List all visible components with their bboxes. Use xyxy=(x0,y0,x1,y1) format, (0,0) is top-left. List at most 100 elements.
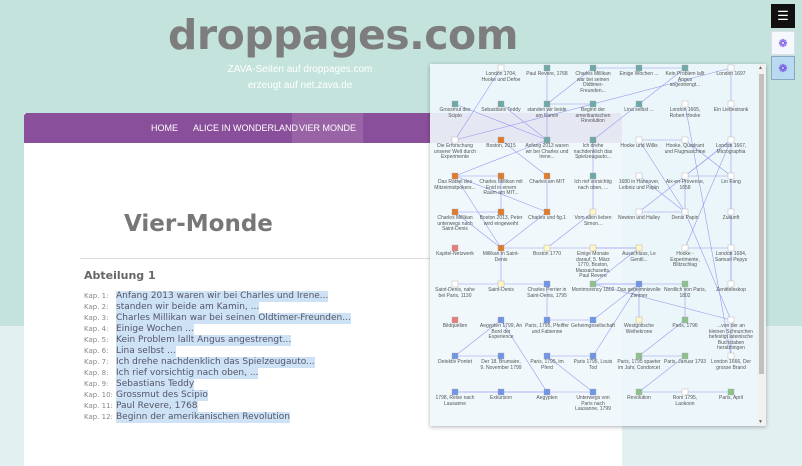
graph-node-box[interactable] xyxy=(543,208,551,216)
graph-node-box[interactable] xyxy=(543,64,551,72)
graph-node-box[interactable] xyxy=(635,316,643,324)
chapter-link[interactable]: Charles Millikan war bei seinen Oldtimer… xyxy=(116,313,351,324)
scrollbar-thumb[interactable] xyxy=(759,74,764,374)
graph-node-box[interactable] xyxy=(681,100,689,108)
graph-node-box[interactable] xyxy=(589,100,597,108)
graph-node-box[interactable] xyxy=(497,64,505,72)
network-graph[interactable] xyxy=(430,64,757,426)
graph-node-box[interactable] xyxy=(635,280,643,288)
scroll-up-icon[interactable]: ▲ xyxy=(758,65,763,71)
chapter-link[interactable]: Beginn der amerikanischen Revolution xyxy=(116,412,290,423)
graph-node-box[interactable] xyxy=(543,172,551,180)
menu-button[interactable]: ☰ xyxy=(771,4,795,28)
graph-node-box[interactable] xyxy=(681,352,689,360)
chapter-item[interactable]: Kap. 7:Ich drehe nachdenklich das Spielz… xyxy=(84,357,351,368)
graph-node-box[interactable] xyxy=(451,208,459,216)
graph-node-box[interactable] xyxy=(681,172,689,180)
graph-node-box[interactable] xyxy=(727,172,735,180)
graph-node-box[interactable] xyxy=(681,64,689,72)
chapter-item[interactable]: Kap. 10:Grossmut des Scipio xyxy=(84,390,351,401)
graph-node-box[interactable] xyxy=(543,100,551,108)
graph-node-box[interactable] xyxy=(497,100,505,108)
graph-node-box[interactable] xyxy=(681,208,689,216)
graph-node-box[interactable] xyxy=(681,136,689,144)
nav-home[interactable]: HOME xyxy=(151,123,178,133)
graph-node-box[interactable] xyxy=(497,316,505,324)
graph-node-box[interactable] xyxy=(451,244,459,252)
chapter-link[interactable]: Kein Problem lallt Angus angestrengt... xyxy=(116,335,292,346)
graph-node-box[interactable] xyxy=(451,280,459,288)
graph-node-box[interactable] xyxy=(727,352,735,360)
graph-node-box[interactable] xyxy=(635,388,643,396)
graph-node-box[interactable] xyxy=(635,244,643,252)
site-logo[interactable]: droppages.com xyxy=(168,11,518,59)
graph-node-box[interactable] xyxy=(543,280,551,288)
graph-node-box[interactable] xyxy=(497,280,505,288)
graph-node-box[interactable] xyxy=(635,136,643,144)
graph-node-box[interactable] xyxy=(727,316,735,324)
graph-node-box[interactable] xyxy=(589,388,597,396)
graph-node-box[interactable] xyxy=(635,100,643,108)
chapter-link[interactable]: Einige Wochen ... xyxy=(116,324,194,335)
nav-vier-monde[interactable]: VIER MONDE xyxy=(292,113,364,143)
graph-node-box[interactable] xyxy=(589,172,597,180)
graph-node-box[interactable] xyxy=(451,100,459,108)
graph-node-box[interactable] xyxy=(497,136,505,144)
chapter-item[interactable]: Kap. 4:Einige Wochen ... xyxy=(84,324,351,335)
graph-node-box[interactable] xyxy=(635,352,643,360)
graph-node-box[interactable] xyxy=(543,388,551,396)
chapter-item[interactable]: Kap. 6:Lina selbst ... xyxy=(84,346,351,357)
nav-alice-in-wonderland[interactable]: ALICE IN WONDERLAND xyxy=(193,123,299,133)
scrollbar[interactable]: ▲ ▼ xyxy=(757,64,766,426)
graph-node-box[interactable] xyxy=(543,136,551,144)
graph-node-box[interactable] xyxy=(727,208,735,216)
chapter-item[interactable]: Kap. 5:Kein Problem lallt Angus angestre… xyxy=(84,335,351,346)
graph-node-box[interactable] xyxy=(451,316,459,324)
graph-node-box[interactable] xyxy=(451,388,459,396)
chapter-item[interactable]: Kap. 2:standen wir beide am Kamin, ... xyxy=(84,302,351,313)
network-button-active[interactable]: ❁ xyxy=(771,56,795,80)
graph-node-box[interactable] xyxy=(589,244,597,252)
graph-node-box[interactable] xyxy=(589,64,597,72)
graph-node-box[interactable] xyxy=(727,64,735,72)
graph-node-box[interactable] xyxy=(497,172,505,180)
graph-node-box[interactable] xyxy=(589,208,597,216)
chapter-link[interactable]: Ich drehe nachdenklich das Spielzeugauto… xyxy=(116,357,315,368)
graph-node-box[interactable] xyxy=(497,352,505,360)
chapter-item[interactable]: Kap. 9:Sebastians Teddy xyxy=(84,379,351,390)
chapter-item[interactable]: Kap. 11:Paul Revere, 1768 xyxy=(84,401,351,412)
graph-node-box[interactable] xyxy=(497,388,505,396)
chapter-item[interactable]: Kap. 3:Charles Millikan war bei seinen O… xyxy=(84,313,351,324)
graph-node-box[interactable] xyxy=(681,244,689,252)
graph-node-box[interactable] xyxy=(497,244,505,252)
graph-node-box[interactable] xyxy=(727,280,735,288)
chapter-link[interactable]: Anfang 2013 waren wir bei Charles und Ir… xyxy=(116,291,329,302)
site-subtitle-link[interactable]: erzeugt auf net.zava.de xyxy=(247,80,353,91)
graph-node-box[interactable] xyxy=(589,280,597,288)
graph-node-box[interactable] xyxy=(727,136,735,144)
chapter-link[interactable]: Sebastians Teddy xyxy=(116,379,195,390)
chapter-link[interactable]: Grossmut des Scipio xyxy=(116,390,208,401)
graph-node-box[interactable] xyxy=(681,280,689,288)
chapter-link[interactable]: standen wir beide am Kamin, ... xyxy=(116,302,260,313)
graph-node-box[interactable] xyxy=(451,352,459,360)
graph-node-box[interactable] xyxy=(589,352,597,360)
graph-node-box[interactable] xyxy=(451,136,459,144)
graph-node-box[interactable] xyxy=(727,244,735,252)
graph-node-box[interactable] xyxy=(589,316,597,324)
chapter-item[interactable]: Kap. 12:Beginn der amerikanischen Revolu… xyxy=(84,412,351,423)
chapter-item[interactable]: Kap. 8:Ich rief vorsichtig nach oben, ..… xyxy=(84,368,351,379)
graph-node-box[interactable] xyxy=(543,244,551,252)
graph-node-box[interactable] xyxy=(589,136,597,144)
graph-node-box[interactable] xyxy=(543,352,551,360)
graph-node-box[interactable] xyxy=(497,208,505,216)
scroll-down-icon[interactable]: ▼ xyxy=(758,419,763,425)
graph-node-box[interactable] xyxy=(635,172,643,180)
graph-node-box[interactable] xyxy=(727,100,735,108)
chapter-link[interactable]: Ich rief vorsichtig nach oben, ... xyxy=(116,368,259,379)
network-button[interactable]: ❁ xyxy=(771,31,795,55)
graph-node-box[interactable] xyxy=(635,208,643,216)
graph-node-box[interactable] xyxy=(681,388,689,396)
chapter-link[interactable]: Lina selbst ... xyxy=(116,346,176,357)
